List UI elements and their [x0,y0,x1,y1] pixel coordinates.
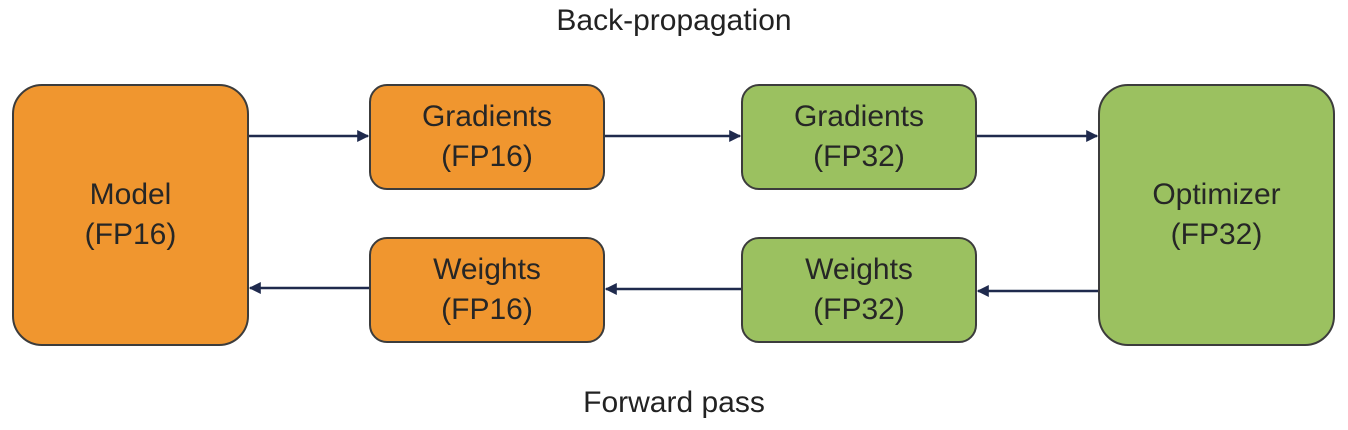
optimizer-precision: (FP32) [1170,218,1263,251]
weights-fp32-precision: (FP32) [813,293,905,326]
model-title: Model [89,178,172,212]
weights-fp16-node: Weights (FP16) [369,237,605,343]
back-propagation-caption: Back-propagation [556,4,792,37]
gradients-fp16-precision: (FP16) [441,140,533,173]
gradients-fp32-node: Gradients (FP32) [741,84,977,190]
model-node: Model (FP16) [12,84,249,346]
gradients-fp32-title: Gradients [793,100,925,134]
gradients-fp16-title: Gradients [421,100,553,134]
gradients-fp32-precision: (FP32) [813,140,905,173]
weights-fp16-precision: (FP16) [441,293,533,326]
weights-fp16-title: Weights [433,253,541,287]
weights-fp32-title: Weights [805,253,913,287]
optimizer-title: Optimizer [1152,178,1281,212]
optimizer-node: Optimizer (FP32) [1098,84,1335,346]
model-precision: (FP16) [84,218,177,251]
gradients-fp16-node: Gradients (FP16) [369,84,605,190]
weights-fp32-node: Weights (FP32) [741,237,977,343]
forward-pass-caption: Forward pass [583,386,765,419]
